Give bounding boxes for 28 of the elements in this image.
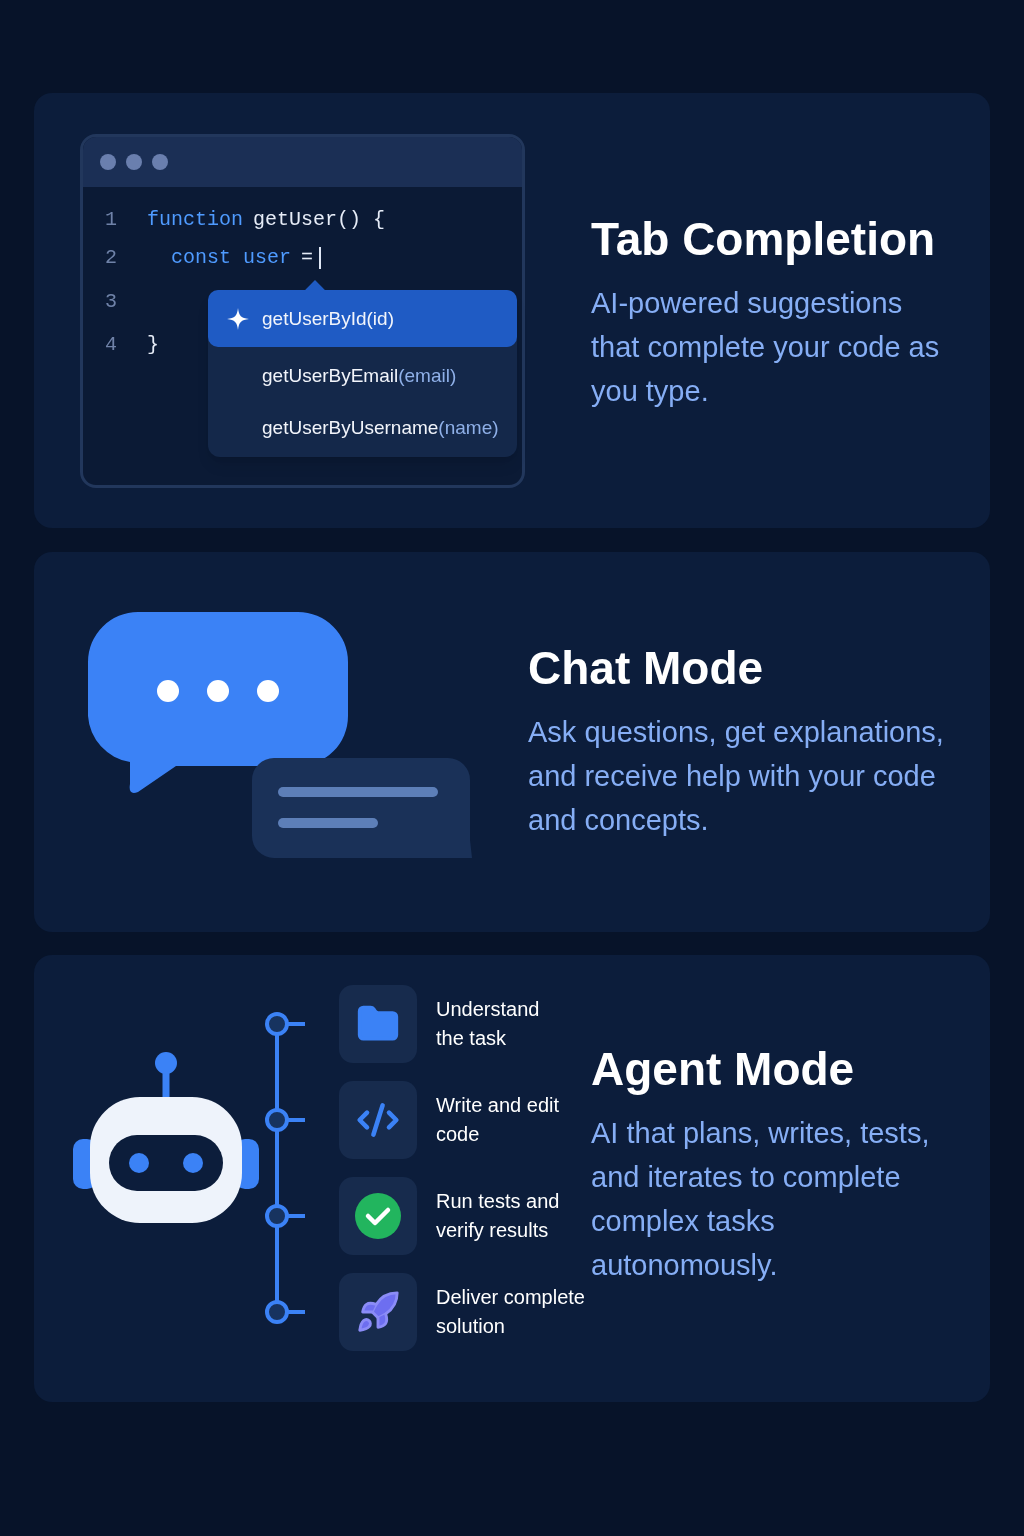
card-title: Chat Mode <box>528 641 765 696</box>
feature-card <box>34 955 990 1402</box>
feature-card <box>34 93 990 528</box>
line-number: 2 <box>105 245 117 271</box>
code-text: } <box>147 332 159 358</box>
step-label: Understand the task <box>436 997 541 1051</box>
step-label: Write and edit code <box>436 1093 561 1147</box>
card-description: AI-powered suggestions that complete your code as you type. <box>591 285 941 409</box>
parameter-hint: (name) <box>438 416 499 440</box>
code-editor-window <box>80 134 525 488</box>
line-number: 3 <box>105 289 117 315</box>
step-label: Run tests and verify results <box>436 1189 561 1243</box>
line-number: 1 <box>105 207 117 233</box>
step-label: Deliver complete solution <box>436 1285 586 1339</box>
card-title: Agent Mode <box>591 1042 856 1097</box>
code-keyword: const user <box>171 245 292 271</box>
parameter-hint: (email) <box>398 364 457 388</box>
card-description: AI that plans, writes, tests, and iterates to complete complex tasks autonomously. <box>591 1115 931 1283</box>
card-title: Tab Completion <box>591 212 937 267</box>
suggestion-item: getUserByEmail <box>262 364 399 388</box>
code-text: getUser() { <box>253 207 386 233</box>
suggestion-item: getUserByUsername <box>262 416 439 440</box>
card-description: Ask questions, get explanations, and receive help with your code and concepts. <box>528 714 945 838</box>
line-number: 4 <box>105 332 117 358</box>
code-keyword: function <box>147 207 243 233</box>
code-text: = <box>301 245 314 271</box>
suggestion-item: getUserById(id) <box>262 307 394 331</box>
feature-card <box>34 552 990 932</box>
